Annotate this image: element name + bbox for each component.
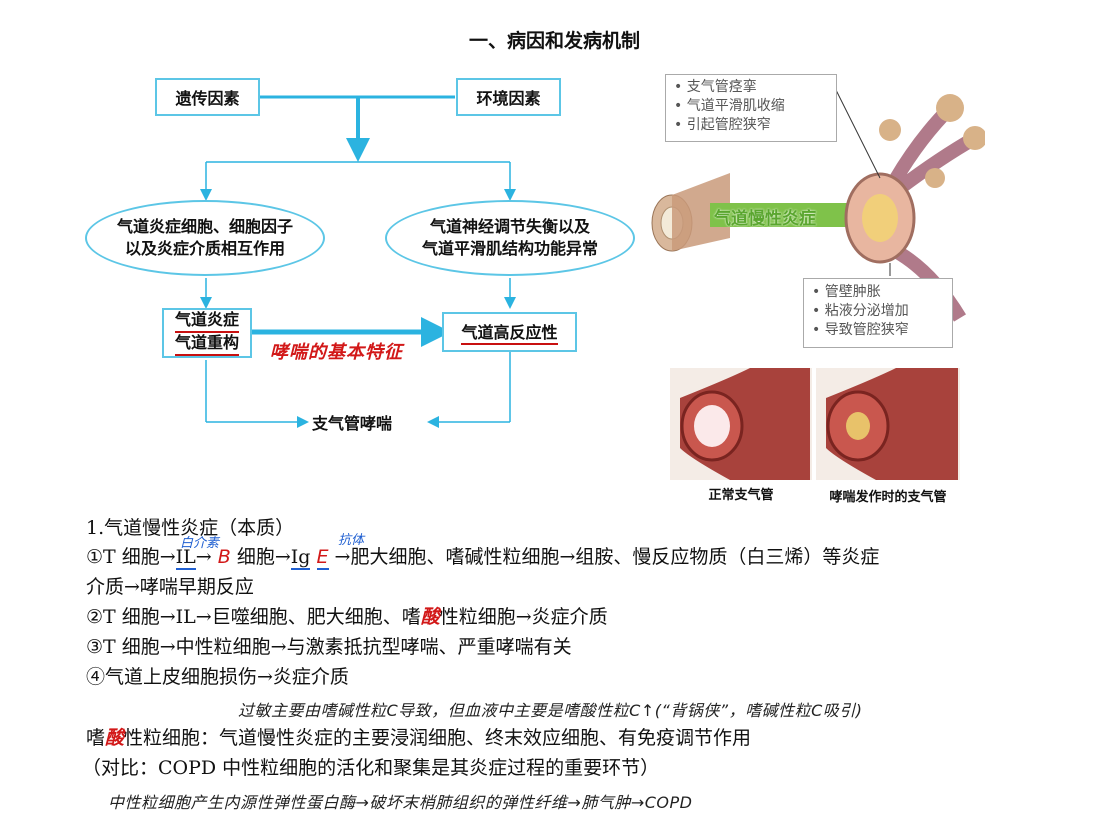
airway-inflammation-illustration: • 支气管痉挛 • 气道平滑肌收缩 • 引起管腔狭窄 气道慢性炎症 • 管壁肿胀… — [650, 68, 985, 356]
airway-inflammation-box: 气道炎症 气道重构 — [162, 308, 252, 358]
e-letter: E — [316, 546, 329, 570]
mechanism-line-3: ③T 细胞→中性粒细胞→与激素抵抗型哮喘、严重哮喘有关 — [86, 636, 572, 658]
bullet-item: • 管壁肿胀 — [812, 284, 881, 300]
inflammatory-cells-ellipse: 气道炎症细胞、细胞因子 以及炎症介质相互作用 — [85, 200, 325, 276]
ig-term: Ig — [290, 546, 311, 570]
airway-hyperresponsiveness-box: 气道高反应性 — [442, 312, 577, 352]
basic-feature-annotation: 哮喘的基本特征 — [270, 342, 403, 363]
bullet-item: • 气道平滑肌收缩 — [674, 98, 785, 114]
top-callout-box: • 支气管痉挛 • 气道平滑肌收缩 • 引起管腔狭窄 — [665, 74, 837, 142]
antibody-annotation: 抗体 — [338, 533, 365, 548]
page-title: 一、病因和发病机制 — [468, 30, 640, 52]
environment-factors-box: 环境因素 — [456, 78, 561, 116]
acid-emphasis: 酸 — [420, 606, 440, 628]
section-heading: 1.气道慢性炎症（本质） — [86, 517, 295, 539]
bronchi-illustration — [651, 89, 985, 322]
genetic-factors-box: 遗传因素 — [155, 78, 260, 116]
acid-emphasis: 酸 — [105, 727, 125, 749]
eosinophil-line: 嗜酸性粒细胞：气道慢性炎症的主要浸润细胞、终末效应细胞、有免疫调节作用 — [86, 727, 752, 749]
interleukin-annotation: 白介素 — [180, 536, 220, 551]
mechanism-line-2: ②T 细胞→IL→巨噬细胞、肥大细胞、嗜酸性粒细胞→炎症介质 — [86, 606, 608, 628]
il-term: IL — [175, 546, 196, 570]
handwritten-note-copd: 中性粒细胞产生内源性弹性蛋白酶→破坏末梢肺组织的弹性纤维→肺气肿→COPD — [108, 793, 693, 812]
bronchial-asthma-label: 支气管哮喘 — [312, 414, 393, 433]
b-cell-letter: B — [217, 546, 231, 568]
chronic-inflammation-label: 气道慢性炎症 — [714, 209, 816, 229]
mechanism-line-1: ①T 细胞→IL→ B 细胞→Ig E →肥大细胞、嗜碱性粒细胞→组胺、慢反应物… — [86, 546, 880, 570]
mechanism-line-1-continued: 介质→哮喘早期反应 — [86, 576, 254, 598]
bronchus-comparison-image: 正常支气管 哮喘发作时的支气管 — [670, 368, 960, 510]
diagram-arrows — [200, 95, 516, 428]
bullet-item: • 支气管痉挛 — [674, 79, 757, 95]
bullet-item: • 粘液分泌增加 — [812, 303, 909, 319]
bullet-item: • 导致管腔狭窄 — [812, 322, 909, 338]
asthma-bronchus-caption: 哮喘发作时的支气管 — [829, 490, 947, 505]
bronchus-comparison-graphic — [670, 368, 960, 480]
bottom-callout-box: • 管壁肿胀 • 粘液分泌增加 • 导致管腔狭窄 — [803, 278, 953, 348]
bullet-item: • 引起管腔狭窄 — [674, 117, 771, 133]
normal-bronchus-caption: 正常支气管 — [708, 488, 774, 503]
neural-regulation-ellipse: 气道神经调节失衡以及 气道平滑肌结构功能异常 — [385, 200, 635, 276]
copd-comparison-line: （对比：COPD 中性粒细胞的活化和聚集是其炎症过程的重要环节） — [82, 757, 660, 779]
pathogenesis-diagram: 遗传因素 环境因素 气道炎症细胞、细胞因子 以及炎症介质相互作用 气道神经调节失… — [80, 70, 640, 440]
handwritten-note-allergy: 过敏主要由嗜碱性粒C导致，但血液中主要是嗜酸性粒C↑(“背锅侠”，嗜碱性粒C吸引… — [238, 701, 863, 720]
mechanism-line-4: ④气道上皮细胞损伤→炎症介质 — [86, 666, 349, 688]
